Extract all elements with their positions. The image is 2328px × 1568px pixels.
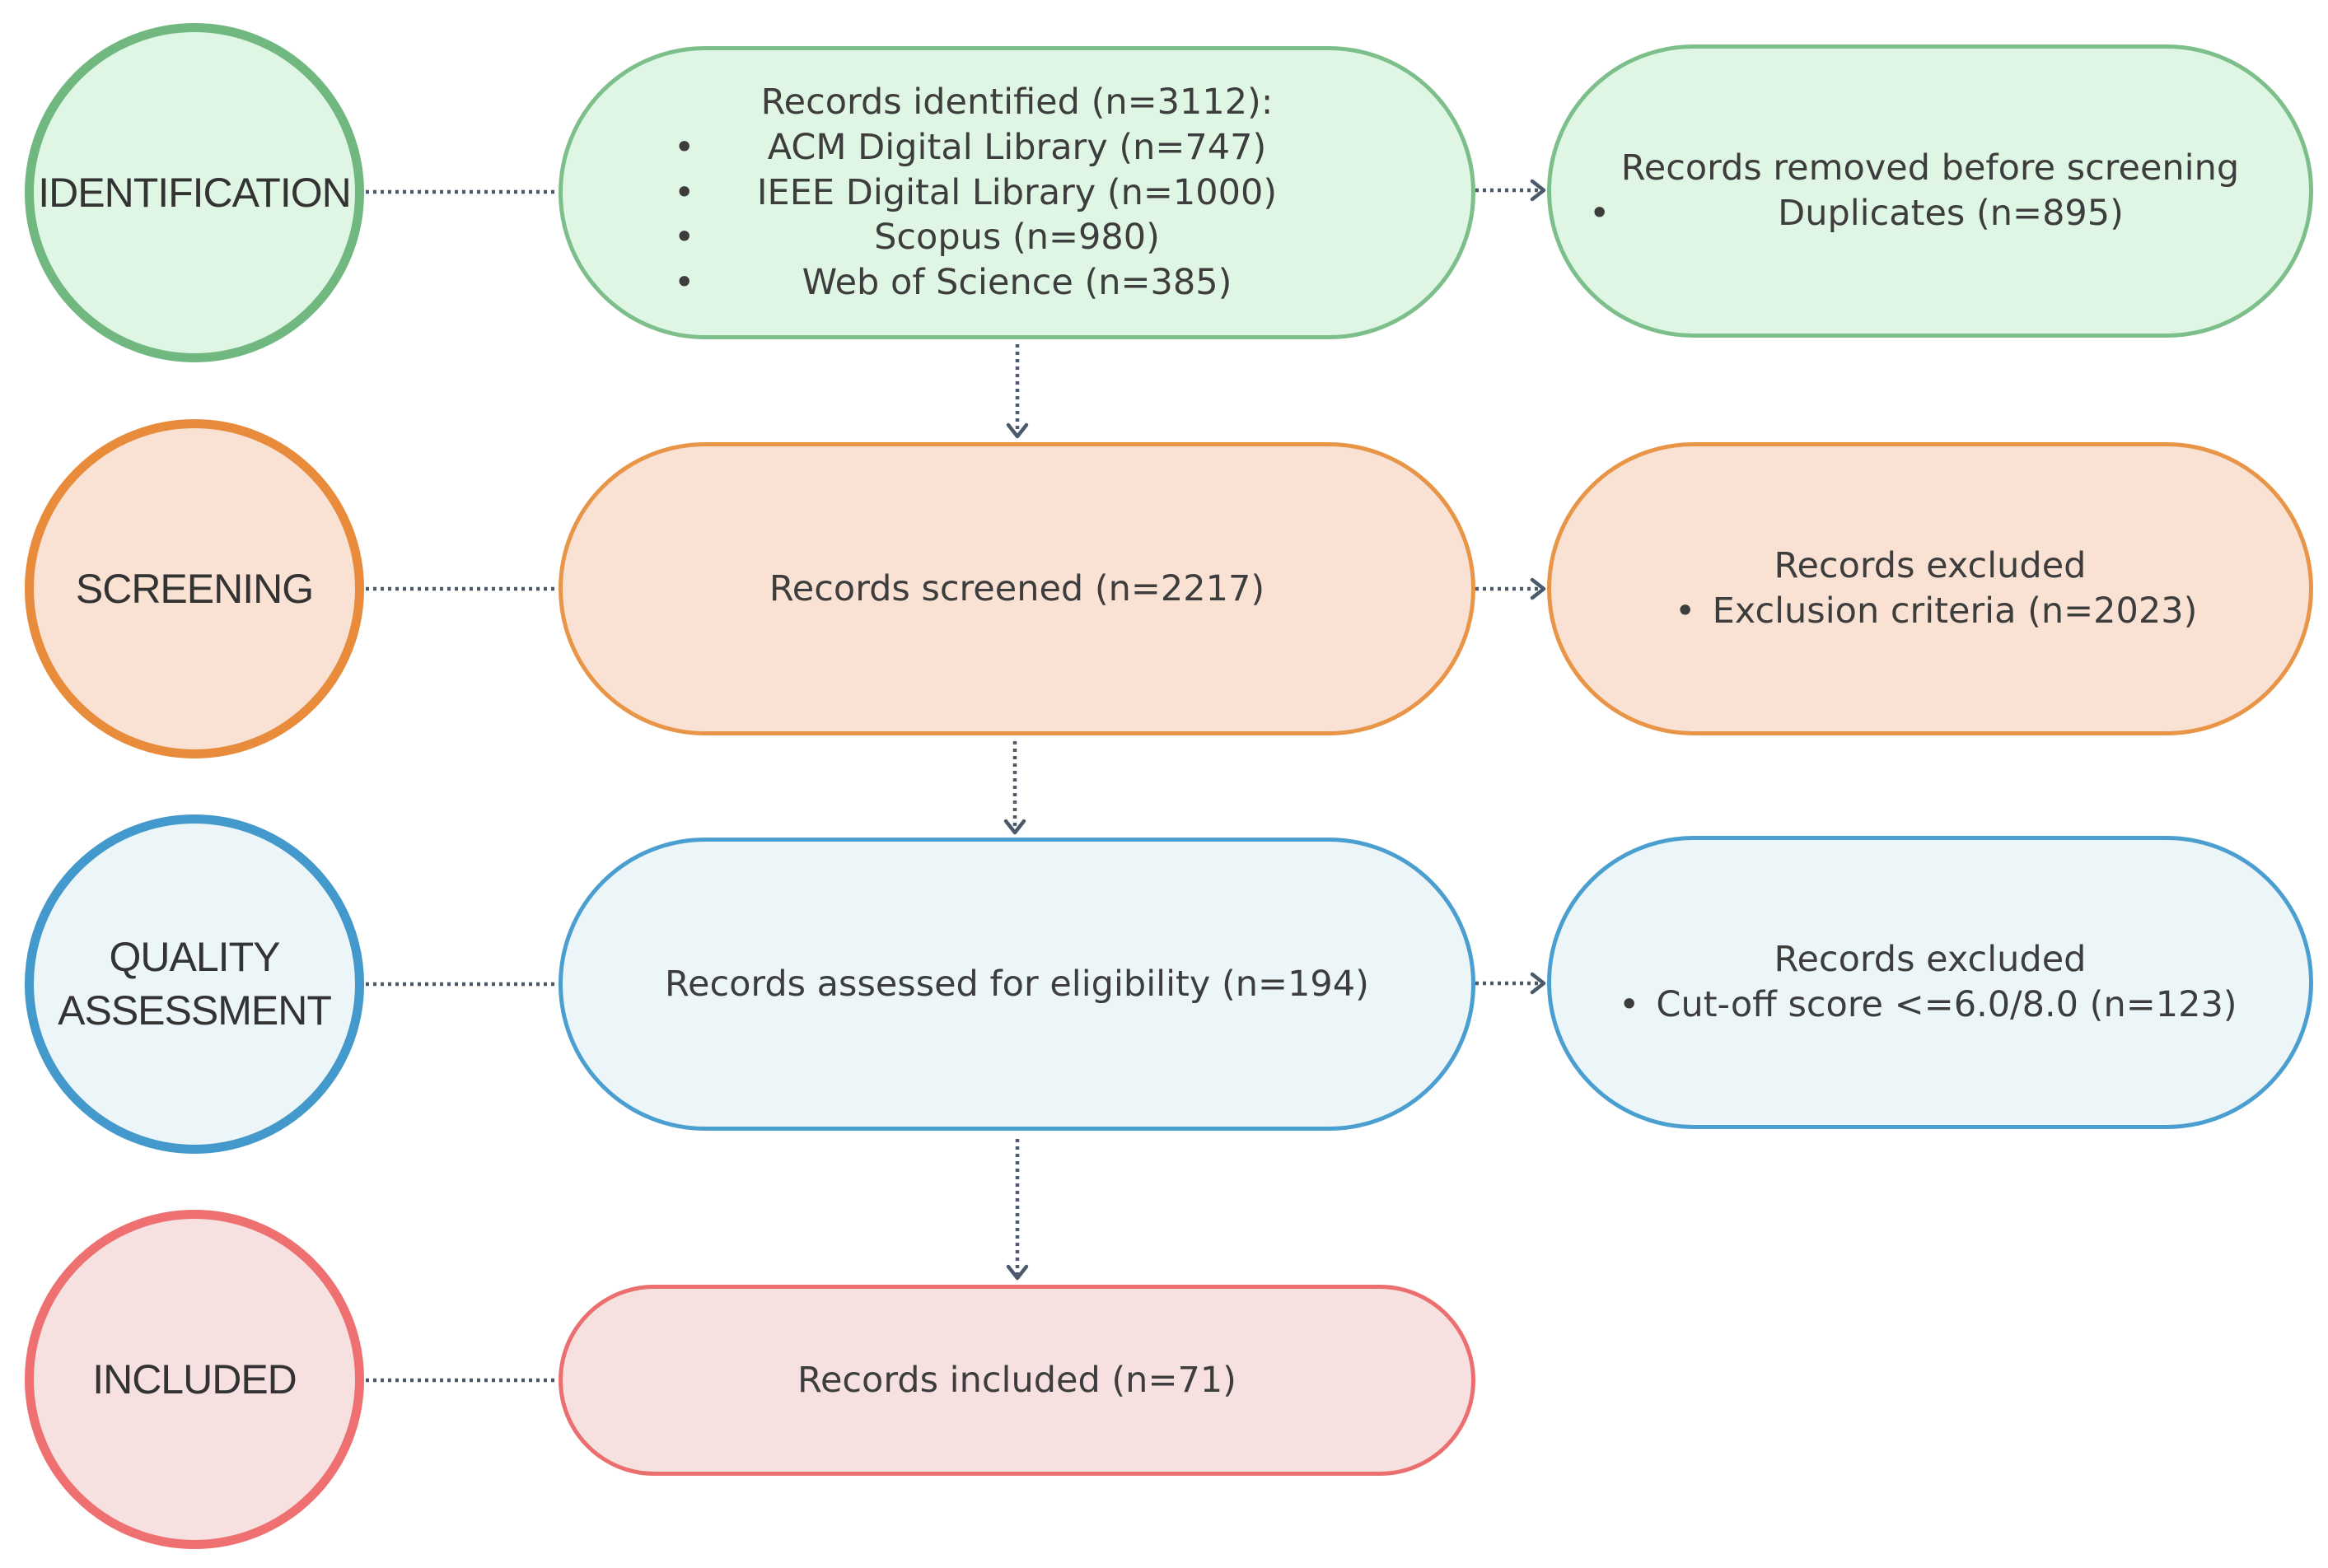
list-item-text: ACM Digital Library (n=747) <box>767 127 1267 169</box>
records-excluded-quality-list: • Cut-off score <=6.0/8.0 (n=123) <box>1551 982 2309 1028</box>
phase-identification: IDENTIFICATION <box>25 23 364 362</box>
list-item-text: Web of Science (n=385) <box>802 261 1232 303</box>
records-included-box: Records included (n=71) <box>559 1285 1475 1476</box>
bullet: • <box>1589 193 1610 234</box>
list-item: • Web of Science (n=385) <box>563 260 1471 306</box>
records-excluded-screening-heading: Records excluded <box>1774 545 2087 587</box>
records-excluded-screening-list: • Exclusion criteria (n=2023) <box>1551 589 2309 634</box>
records-assessed-text: Records assessed for eligibility (n=194) <box>665 963 1369 1005</box>
list-item: • Cut-off score <=6.0/8.0 (n=123) <box>1551 982 2309 1028</box>
records-screened-box: Records screened (n=2217) <box>559 442 1475 735</box>
records-excluded-screening-box: Records excluded • Exclusion criteria (n=… <box>1547 442 2313 735</box>
phase-quality-label-line1: QUALITY <box>109 934 281 980</box>
arrowhead-down-3 <box>1006 1264 1029 1281</box>
records-included-text: Records included (n=71) <box>797 1359 1236 1401</box>
records-excluded-quality-box: Records excluded • Cut-off score <=6.0/8.… <box>1547 836 2313 1129</box>
records-identified-list: • ACM Digital Library (n=747) • IEEE Digit… <box>563 125 1471 305</box>
bullet: • <box>674 261 695 303</box>
phase-quality-assessment: QUALITY ASSESSMENT <box>25 814 364 1154</box>
bullet: • <box>1675 590 1696 632</box>
records-identified-box: Records identified (n=3112): • ACM Digita… <box>559 46 1475 339</box>
list-item: • ACM Digital Library (n=747) <box>563 125 1471 170</box>
list-item-text: IEEE Digital Library (n=1000) <box>756 171 1278 213</box>
arrowhead-right-2 <box>1530 577 1546 600</box>
records-identified-heading: Records identified (n=3112): <box>760 82 1274 124</box>
records-removed-heading: Records removed before screening <box>1620 147 2240 189</box>
list-item-text: Duplicates (n=895) <box>1778 193 2124 234</box>
records-removed-list: • Duplicates (n=895) <box>1551 191 2309 236</box>
arrowhead-down-2 <box>1003 819 1026 835</box>
list-item-text: Exclusion criteria (n=2023) <box>1712 590 2198 632</box>
arrowhead-right-1 <box>1530 179 1546 202</box>
list-item: • Exclusion criteria (n=2023) <box>1551 589 2309 634</box>
records-assessed-box: Records assessed for eligibility (n=194) <box>559 838 1475 1131</box>
list-item-text: Cut-off score <=6.0/8.0 (n=123) <box>1656 984 2237 1025</box>
bullet: • <box>674 127 695 169</box>
records-removed-box: Records removed before screening • Duplic… <box>1547 44 2313 338</box>
arrowhead-right-3 <box>1530 972 1546 995</box>
phase-screening-label: SCREENING <box>75 565 314 612</box>
records-excluded-quality-heading: Records excluded <box>1774 939 2087 981</box>
arrowhead-down-1 <box>1006 422 1029 439</box>
phase-screening: SCREENING <box>25 419 364 758</box>
bullet: • <box>674 171 695 213</box>
bullet: • <box>674 217 695 259</box>
phase-quality-label-line2: ASSESSMENT <box>58 987 332 1034</box>
phase-identification-label: IDENTIFICATION <box>38 169 352 216</box>
bullet: • <box>1619 984 1640 1025</box>
list-item: • Duplicates (n=895) <box>1551 191 2309 236</box>
list-item: • Scopus (n=980) <box>563 215 1471 260</box>
list-item-text: Scopus (n=980) <box>874 217 1160 259</box>
phase-included-label: INCLUDED <box>92 1356 297 1402</box>
phase-included: INCLUDED <box>25 1210 364 1549</box>
records-screened-text: Records screened (n=2217) <box>769 567 1265 609</box>
list-item: • IEEE Digital Library (n=1000) <box>563 170 1471 216</box>
